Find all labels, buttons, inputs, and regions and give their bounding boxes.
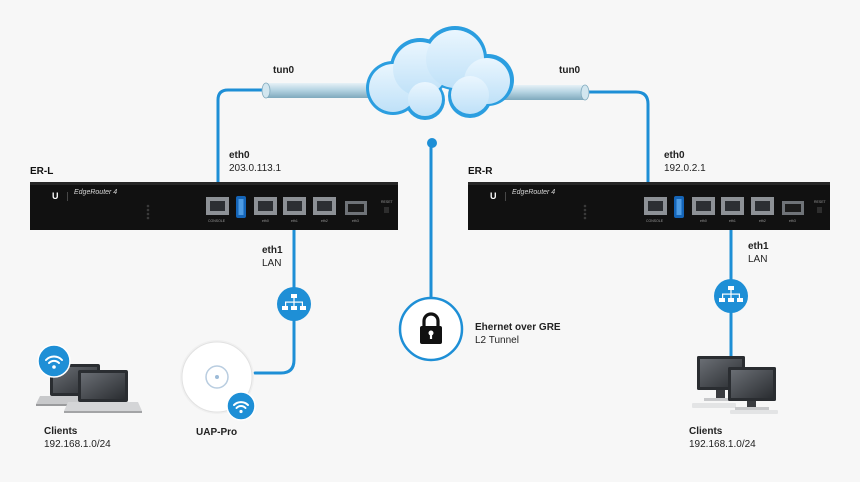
status-leds — [583, 204, 587, 220]
port-label: CONSOLE — [646, 219, 664, 223]
router-left-brand: EdgeRouter 4 — [74, 189, 118, 196]
router-right-eth0-ip: 192.0.2.1 — [664, 163, 706, 174]
port-eth2-left — [313, 197, 336, 215]
port-eth1-right — [721, 197, 744, 215]
port-label: eth2 — [759, 219, 766, 223]
port-usb-right — [674, 196, 684, 218]
router-left-eth0-ip: 203.0.113.1 — [229, 163, 282, 174]
tunnel-subtitle: L2 Tunnel — [475, 335, 519, 346]
clients-right-title: Clients — [689, 426, 723, 437]
lock-icon — [398, 296, 464, 362]
tunnel-right-label: tun0 — [559, 65, 581, 76]
wifi-icon — [37, 344, 71, 378]
port-usb-left — [236, 196, 246, 218]
port-label: eth1 — [729, 219, 736, 223]
network-switch-icon — [277, 287, 311, 321]
port-eth2-right — [751, 197, 774, 215]
cloud-icon — [366, 26, 514, 148]
port-console-right — [644, 197, 667, 215]
port-label: eth3 — [352, 219, 359, 223]
ubiquiti-logo: U — [490, 191, 497, 201]
port-console-left — [206, 197, 229, 215]
router-left-name: ER-L — [30, 166, 54, 177]
port-eth0-right — [692, 197, 715, 215]
status-leds — [146, 204, 150, 220]
clients-left-subnet: 192.168.1.0/24 — [44, 439, 111, 450]
router-right-eth1-net: LAN — [748, 254, 768, 265]
cable-right-eth0 — [584, 90, 650, 198]
uap-title: UAP-Pro — [196, 427, 238, 438]
network-switch-icon — [714, 279, 748, 313]
router-left-eth1-net: LAN — [262, 258, 282, 269]
tunnel-title: Ehernet over GRE — [475, 322, 561, 333]
port-label: RESET — [814, 200, 826, 204]
laptop-icon — [64, 370, 142, 413]
cable-left-eth1 — [253, 208, 296, 375]
router-right-eth0-label: eth0 — [664, 150, 685, 161]
router-right: U — [468, 182, 830, 230]
router-left: U — [30, 182, 398, 230]
gre-tube-left — [261, 82, 386, 99]
clients-left-title: Clients — [44, 426, 78, 437]
port-label: eth0 — [700, 219, 707, 223]
clients-right-subnet: 192.168.1.0/24 — [689, 439, 756, 450]
cable-left-eth0 — [216, 88, 270, 198]
router-left-eth0-label: eth0 — [229, 150, 250, 161]
port-label: eth1 — [291, 219, 298, 223]
ubiquiti-logo: U — [52, 191, 59, 201]
port-label: eth0 — [262, 219, 269, 223]
router-right-brand: EdgeRouter 4 — [512, 189, 556, 196]
port-eth0-left — [254, 197, 277, 215]
port-label: CONSOLE — [208, 219, 226, 223]
port-eth3-right — [782, 201, 804, 215]
desktop-icon — [728, 367, 778, 414]
router-right-name: ER-R — [468, 166, 493, 177]
cables — [216, 88, 733, 375]
port-label: eth3 — [789, 219, 796, 223]
router-right-eth1-label: eth1 — [748, 241, 769, 252]
port-eth1-left — [283, 197, 306, 215]
router-left-eth1-label: eth1 — [262, 245, 283, 256]
tunnel-left-label: tun0 — [273, 65, 295, 76]
wifi-icon — [226, 391, 256, 421]
port-label: eth2 — [321, 219, 328, 223]
port-label: RESET — [381, 200, 393, 204]
port-eth3-left — [345, 201, 367, 215]
